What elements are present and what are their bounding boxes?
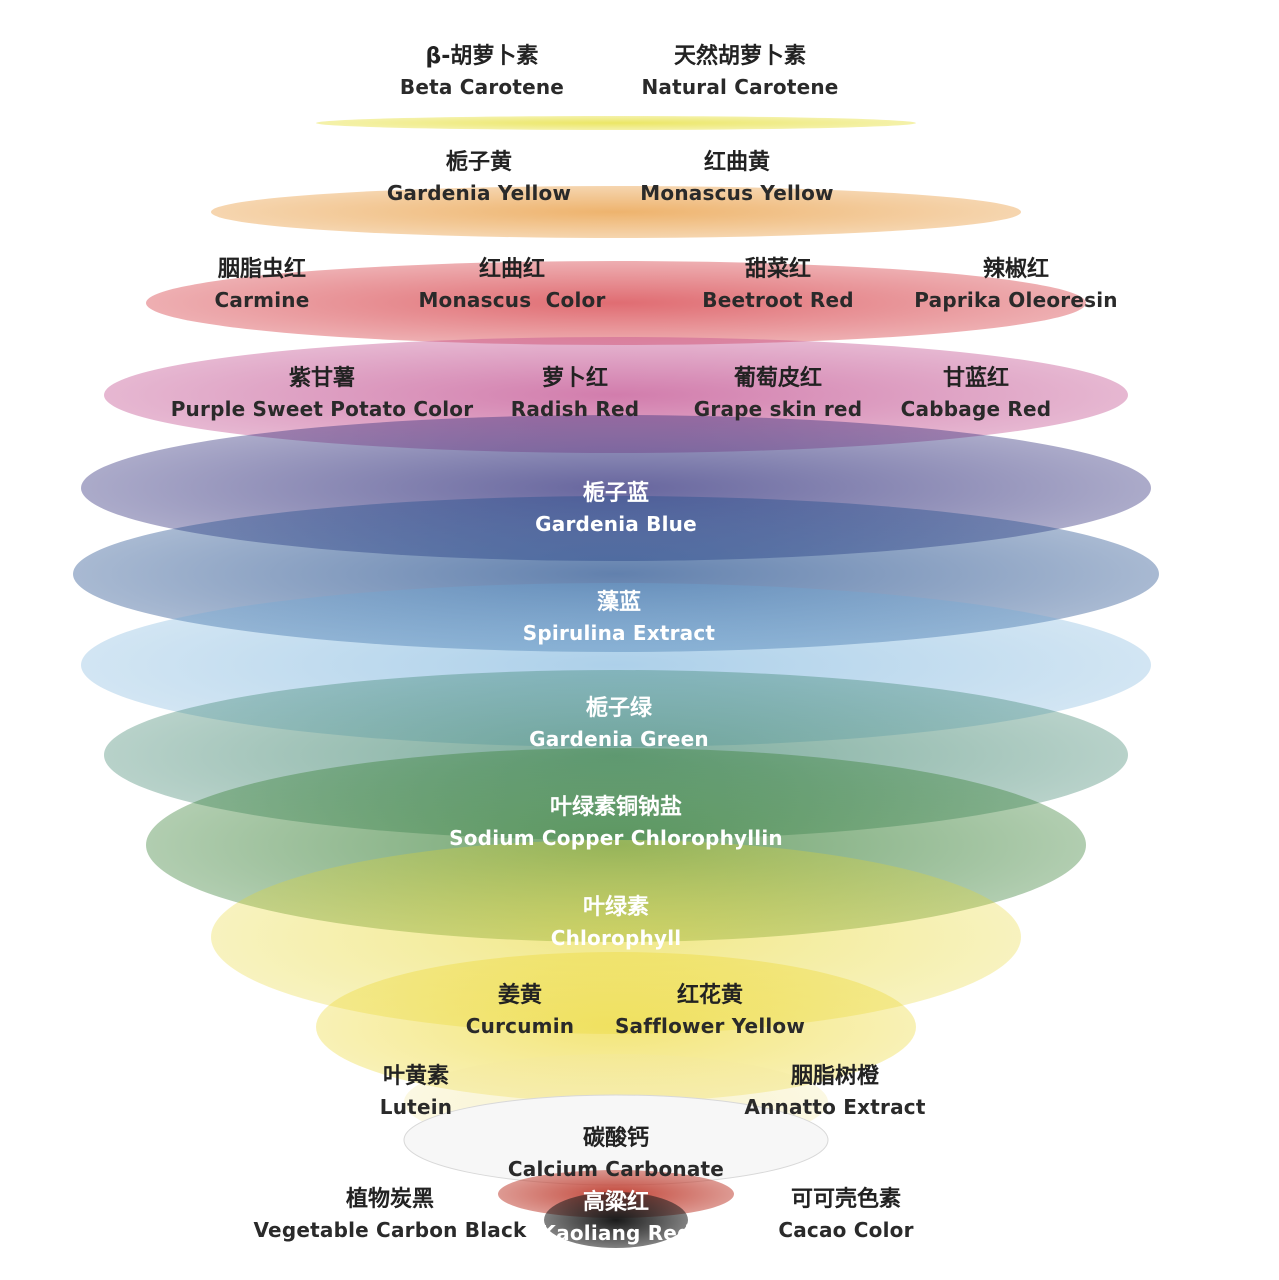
layer-curcumin [316, 952, 916, 1102]
layer-red [146, 261, 1086, 345]
layer-yellow-orange [211, 186, 1021, 238]
layer-carotene [316, 116, 916, 130]
layer-black [544, 1192, 688, 1248]
